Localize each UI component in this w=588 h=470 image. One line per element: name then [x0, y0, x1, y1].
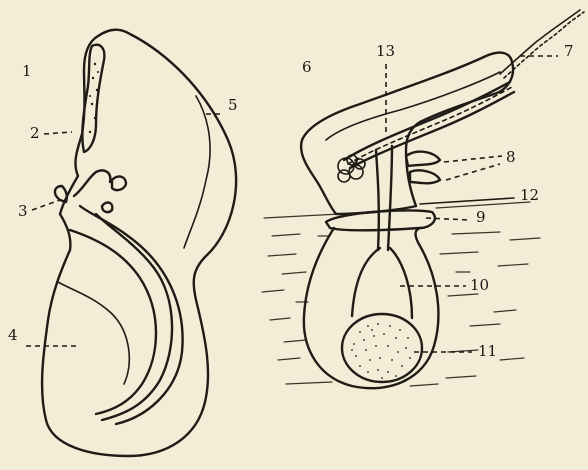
label-5: 5: [228, 98, 238, 113]
left-sac-line-small: [58, 282, 129, 384]
right-stalk-right: [388, 146, 392, 250]
label-3: 3: [18, 204, 28, 219]
right-duct-outer: [344, 82, 510, 160]
left-outer-outline: [42, 30, 236, 456]
right-stalk-left: [376, 150, 379, 250]
label-12: 12: [520, 188, 539, 203]
left-knob-small: [102, 203, 112, 213]
right-dotted-mass: [342, 314, 422, 382]
left-sac-line-inner: [70, 230, 156, 414]
label-11: 11: [478, 344, 497, 359]
label-2: 2: [30, 126, 40, 141]
left-neck: [74, 170, 110, 196]
left-organ: [42, 30, 236, 456]
label-8: 8: [506, 150, 516, 165]
label-4: 4: [8, 328, 18, 343]
right-knob-lower: [410, 170, 440, 183]
label-10: 10: [470, 278, 489, 293]
label-7: 7: [564, 44, 574, 59]
left-sac-line-mid: [96, 214, 172, 420]
label-6: 6: [302, 60, 312, 75]
label-1: 1: [22, 64, 32, 79]
right-knob-upper: [406, 152, 440, 166]
left-knob-right: [112, 177, 126, 191]
left-sac-line-outer: [80, 206, 183, 424]
right-inner-loop: [352, 248, 412, 318]
left-inner-fold: [184, 96, 210, 248]
label-9: 9: [476, 210, 486, 225]
label-13: 13: [376, 44, 395, 59]
right-upper-body: [301, 53, 513, 214]
right-mass-dots: [351, 323, 411, 379]
